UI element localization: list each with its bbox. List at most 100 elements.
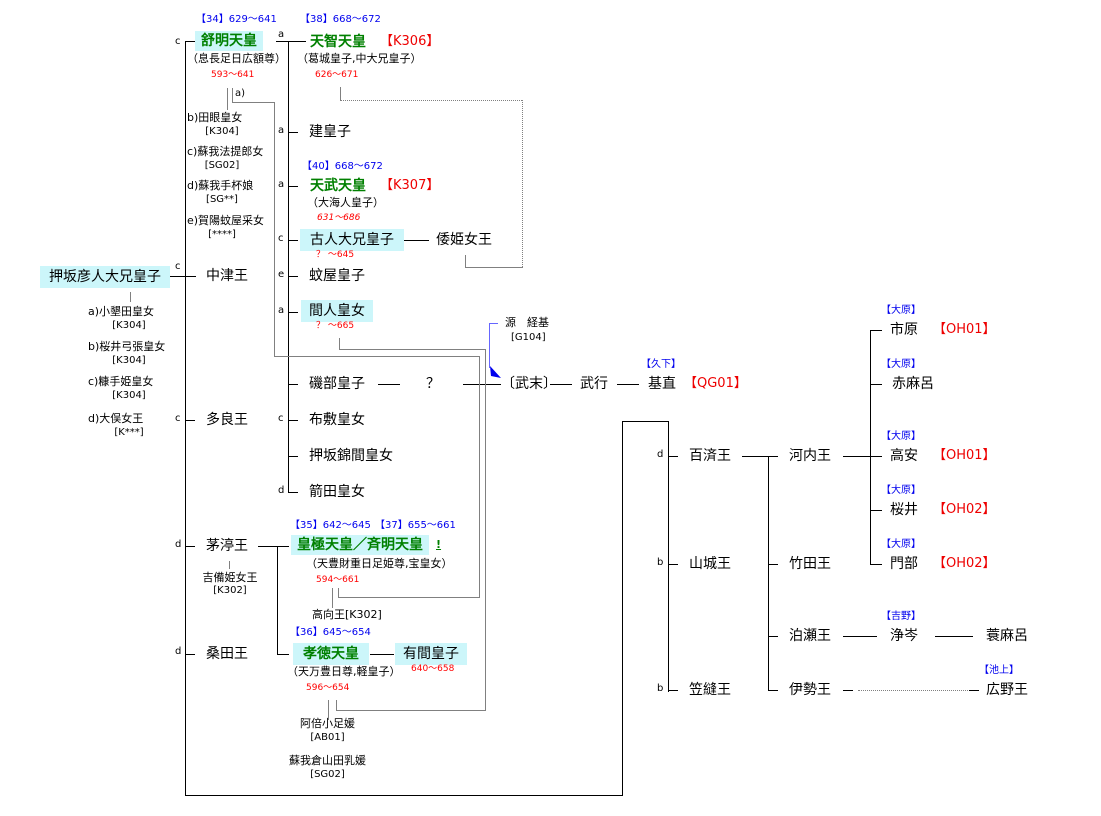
jomei-marriage-v2 <box>232 88 233 102</box>
b-kasanui <box>668 690 678 691</box>
yamashiro-name[interactable]: 山城王 <box>689 556 731 572</box>
yamato-hime-name[interactable]: 倭姫女王 <box>436 232 492 248</box>
takeru-name[interactable]: 建皇子 <box>309 124 351 140</box>
jomei-marriage-down <box>274 102 275 357</box>
b-ise <box>768 690 778 691</box>
jomei-name[interactable]: 舒明天皇 <box>195 31 263 51</box>
tenji-name[interactable]: 天智天皇 <box>310 34 366 50</box>
trunk-kudara <box>768 456 769 691</box>
kadobe-code[interactable]: 【OH02】 <box>933 556 996 571</box>
motonao-name[interactable]: 基直 <box>648 376 676 392</box>
chinu-consort-tick <box>229 561 230 569</box>
consort-name: e)賀陽蚊屋采女 <box>187 214 265 227</box>
yamashiro-label: b <box>657 557 664 568</box>
consort-name: a)小墾田皇女 <box>88 305 155 318</box>
hirono-name[interactable]: 広野王 <box>986 682 1028 698</box>
ichihara-code[interactable]: 【OH01】 <box>933 322 996 337</box>
b-akamaro <box>870 384 882 385</box>
chinu-name[interactable]: 茅渟王 <box>206 538 248 554</box>
kudara-name[interactable]: 百済王 <box>689 448 731 464</box>
kogyoku-name[interactable]: 皇極天皇／斉明天皇 <box>291 535 429 555</box>
yata-label: d <box>278 485 285 496</box>
b-tenmu <box>288 186 298 187</box>
ise-name[interactable]: 伊勢王 <box>789 682 831 698</box>
takeyuki-line <box>617 384 639 385</box>
fushiki-name[interactable]: 布敷皇女 <box>309 412 365 428</box>
kaya-label: e <box>278 269 285 280</box>
isobe-name[interactable]: 磯部皇子 <box>309 376 365 392</box>
hatsuse-name[interactable]: 泊瀬王 <box>789 628 831 644</box>
jomei-consort-2: c)蘇我法提郎女 [SG02] <box>187 146 277 171</box>
tenmu-reign: 【40】668～672 <box>302 161 383 172</box>
hashihito-label: a <box>278 305 285 316</box>
furuhito-name[interactable]: 古人大兄皇子 <box>300 229 404 251</box>
kotoku-v2 <box>336 700 337 711</box>
nishikima-name[interactable]: 押坂錦間皇女 <box>309 448 393 464</box>
yata-name[interactable]: 箭田皇女 <box>309 484 365 500</box>
takayasu-code[interactable]: 【OH01】 <box>933 448 996 463</box>
tenmu-code[interactable]: 【K307】 <box>380 178 440 193</box>
ichihara-name[interactable]: 市原 <box>890 322 918 338</box>
consort-code: [K302] <box>213 585 247 596</box>
takayasu-name[interactable]: 高安 <box>890 448 918 464</box>
kuwata-label: d <box>175 646 182 657</box>
oshisaka-consort-2: b)桜井弓張皇女 [K304] <box>88 341 178 366</box>
consort-code: [SG02] <box>310 769 345 780</box>
minomaro-name[interactable]: 蓑麻呂 <box>986 628 1028 644</box>
consort-name: d)蘇我手杯娘 <box>187 179 254 192</box>
kadobe-name[interactable]: 門部 <box>890 556 918 572</box>
tenmu-name[interactable]: 天武天皇 <box>310 178 366 194</box>
kotoku-consort-1: 阿倍小足媛 [AB01] <box>280 718 375 743</box>
takesue-name[interactable]: 〔武末〕 <box>501 376 557 392</box>
takeda-name[interactable]: 竹田王 <box>789 556 831 572</box>
b-furuhito <box>288 240 298 241</box>
jomei-marriage-down2 <box>479 356 480 598</box>
kasanui-name[interactable]: 笠縫王 <box>689 682 731 698</box>
kogyoku-dates: 594～661 <box>316 575 360 585</box>
hashihito-name[interactable]: 間人皇女 <box>301 300 373 322</box>
b-fushiki <box>288 420 298 421</box>
consort-name: c)糠手姫皇女 <box>88 375 154 388</box>
takeyuki-name[interactable]: 武行 <box>580 376 608 392</box>
isobe-line2 <box>463 384 501 385</box>
kiyomine-name[interactable]: 浄岑 <box>890 628 918 644</box>
jomei-label: c <box>175 36 181 47</box>
kudara-line <box>742 456 768 457</box>
kuwata-name[interactable]: 桑田王 <box>206 646 248 662</box>
kawachi-name[interactable]: 河内王 <box>789 448 831 464</box>
loop-bottom <box>185 795 623 796</box>
kotoku-name[interactable]: 孝徳天皇 <box>293 643 369 665</box>
b-ichihara <box>870 330 882 331</box>
consort-code: [K***] <box>114 427 144 438</box>
tenmu-label: a <box>278 179 285 190</box>
sakurai-name[interactable]: 桜井 <box>890 502 918 518</box>
tsunemoto-name[interactable]: 源 経基 <box>505 316 549 329</box>
tenji-marriage-h <box>340 100 522 101</box>
kaya-name[interactable]: 蚊屋皇子 <box>309 268 365 284</box>
kogyoku-consort: 高向王[K302] <box>312 608 382 621</box>
hashihito-marriage-h <box>339 349 486 350</box>
tenji-alt-name: （葛城皇子,中大兄皇子） <box>297 52 422 65</box>
b-kudara <box>668 456 678 457</box>
kotoku-v1 <box>328 700 329 720</box>
branch-jomei <box>185 41 195 42</box>
jomei-consort-3: d)蘇我手杯娘 [SG**] <box>187 180 277 205</box>
ise-dotted-line <box>858 690 970 691</box>
jomei-consort-label: a) <box>235 88 246 99</box>
oshisaka-name[interactable]: 押坂彦人大兄皇子 <box>40 266 170 288</box>
arima-name[interactable]: 有間皇子 <box>395 643 467 665</box>
akamaro-name[interactable]: 赤麻呂 <box>892 376 934 392</box>
tara-name[interactable]: 多良王 <box>206 412 248 428</box>
oshisaka-consort-3: c)糠手姫皇女 [K304] <box>88 376 178 401</box>
nakatsu-name[interactable]: 中津王 <box>206 268 248 284</box>
tenji-reign: 【38】668～672 <box>300 14 381 25</box>
consort-name: 吉備姫女王 <box>202 571 258 584</box>
motonao-code[interactable]: 【QG01】 <box>684 376 747 391</box>
b-takayasu <box>870 456 882 457</box>
tenji-code[interactable]: 【K306】 <box>380 34 440 49</box>
jomei-reign: 【34】629～641 <box>196 14 277 25</box>
consort-code: [K304] <box>112 320 146 331</box>
kotoku-dates: 596～654 <box>306 683 350 693</box>
sakurai-code[interactable]: 【OH02】 <box>933 502 996 517</box>
kogyoku-alt-name: （天豊財重日足姫尊,宝皇女） <box>306 557 453 570</box>
